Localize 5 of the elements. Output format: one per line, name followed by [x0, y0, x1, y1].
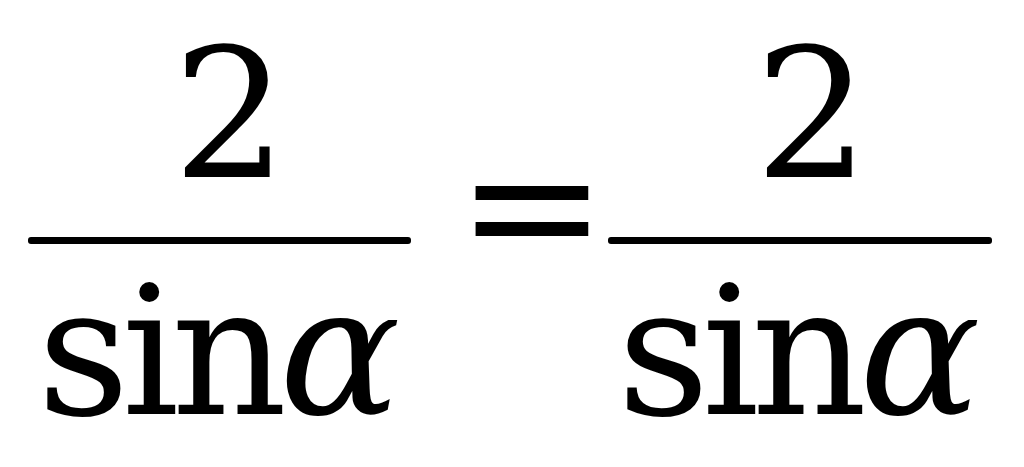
- numerator-text: 2: [754, 25, 870, 205]
- denominator-text: sinα: [37, 262, 393, 442]
- numerator-text: 2: [172, 25, 288, 205]
- equals-sign: =: [456, 115, 608, 295]
- denominator-text: sinα: [617, 262, 973, 442]
